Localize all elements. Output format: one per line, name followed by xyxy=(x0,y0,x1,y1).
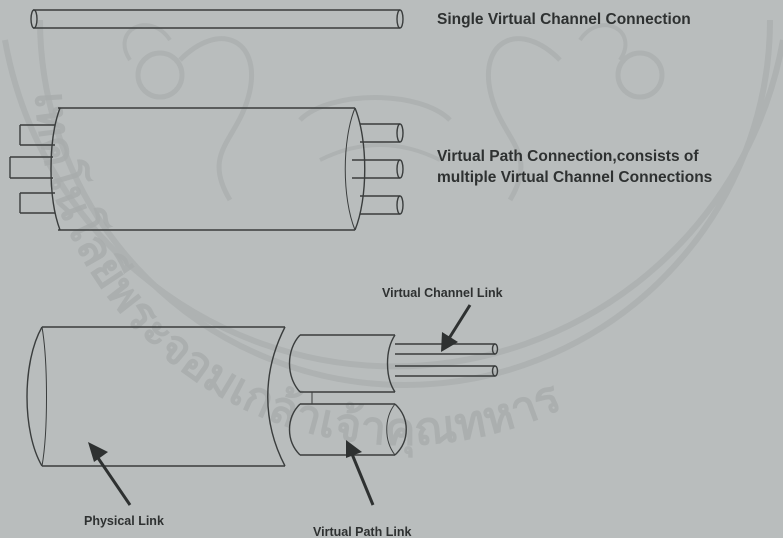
physical-link-label: Physical Link xyxy=(84,514,164,528)
single-vcc-tube xyxy=(30,9,404,29)
vp-link-label: Virtual Path Link xyxy=(313,525,412,538)
vpc-label-line1: Virtual Path Connection,consists of xyxy=(437,148,699,165)
single-vcc-label: Single Virtual Channel Connection xyxy=(437,11,691,28)
watermark-seal xyxy=(2,19,783,388)
arrow-physical-link xyxy=(88,442,132,506)
arrow-vc-link xyxy=(441,304,472,352)
watermark-text: เทคโนโลยีพระจอมเกล้าเจ้าคุณทหาร xyxy=(24,90,568,458)
vpc-bundle xyxy=(9,107,404,231)
physical-link-cable xyxy=(26,326,499,467)
vpc-label-line2: multiple Virtual Channel Connections xyxy=(437,169,713,186)
arrow-vp-link xyxy=(346,440,375,506)
vc-link-label: Virtual Channel Link xyxy=(382,286,503,300)
